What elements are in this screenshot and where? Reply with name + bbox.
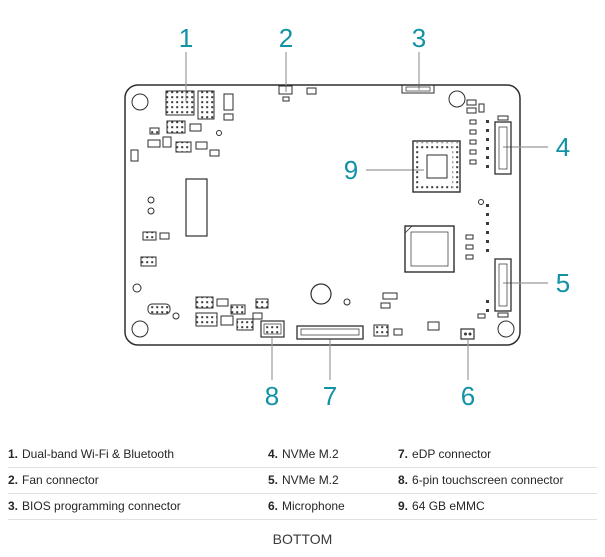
- legend-item-6-number: 6.: [268, 499, 279, 513]
- legend-item-9-label: 64 GB eMMC: [412, 499, 485, 513]
- legend-item-8-label: 6-pin touchscreen connector: [412, 473, 564, 487]
- board-outline: [124, 84, 521, 346]
- legend-item-6-label: Microphone: [282, 499, 345, 513]
- legend-item-1: 1.Dual-band Wi-Fi & Bluetooth: [8, 447, 268, 461]
- legend-item-2-number: 2.: [8, 473, 19, 487]
- legend-item-2-label: Fan connector: [22, 473, 99, 487]
- legend-item-3-label: BIOS programming connector: [22, 499, 181, 513]
- legend-item-5-number: 5.: [268, 473, 279, 487]
- board-figure: 1 2 3 4 5 6 7 8 9: [124, 23, 571, 411]
- legend-item-8: 8.6-pin touchscreen connector: [398, 473, 597, 487]
- callout-leader-lines: [185, 52, 548, 380]
- callout-7: 7: [322, 381, 338, 411]
- legend-item-3-number: 3.: [8, 499, 19, 513]
- legend-item-3: 3.BIOS programming connector: [8, 499, 268, 513]
- legend-row-2: 2.Fan connector 5.NVMe M.2 8.6-pin touch…: [8, 468, 597, 494]
- board-diagram: [124, 52, 548, 380]
- callout-6: 6: [460, 381, 476, 411]
- legend-item-6: 6.Microphone: [268, 499, 398, 513]
- callout-9: 9: [343, 155, 359, 185]
- legend-item-4-number: 4.: [268, 447, 279, 461]
- legend-item-5-label: NVMe M.2: [282, 473, 339, 487]
- legend-item-9: 9.64 GB eMMC: [398, 499, 597, 513]
- legend-item-2: 2.Fan connector: [8, 473, 268, 487]
- legend-item-5: 5.NVMe M.2: [268, 473, 398, 487]
- legend-item-9-number: 9.: [398, 499, 409, 513]
- legend: 1.Dual-band Wi-Fi & Bluetooth 4.NVMe M.2…: [8, 442, 597, 520]
- board-components: [130, 84, 515, 340]
- legend-item-7-label: eDP connector: [412, 447, 492, 461]
- legend-item-4-label: NVMe M.2: [282, 447, 339, 461]
- legend-item-8-number: 8.: [398, 473, 409, 487]
- legend-row-3: 3.BIOS programming connector 6.Microphon…: [8, 494, 597, 520]
- callout-2: 2: [278, 23, 294, 53]
- legend-item-1-label: Dual-band Wi-Fi & Bluetooth: [22, 447, 175, 461]
- legend-item-7-number: 7.: [398, 447, 409, 461]
- bottom-view-label: BOTTOM: [272, 531, 333, 547]
- callout-3: 3: [411, 23, 427, 53]
- legend-row-1: 1.Dual-band Wi-Fi & Bluetooth 4.NVMe M.2…: [8, 442, 597, 468]
- callout-1: 1: [178, 23, 194, 53]
- legend-item-7: 7.eDP connector: [398, 447, 597, 461]
- callout-8: 8: [264, 381, 280, 411]
- legend-item-1-number: 1.: [8, 447, 19, 461]
- callout-4: 4: [555, 132, 571, 162]
- callout-5: 5: [555, 268, 571, 298]
- legend-item-4: 4.NVMe M.2: [268, 447, 398, 461]
